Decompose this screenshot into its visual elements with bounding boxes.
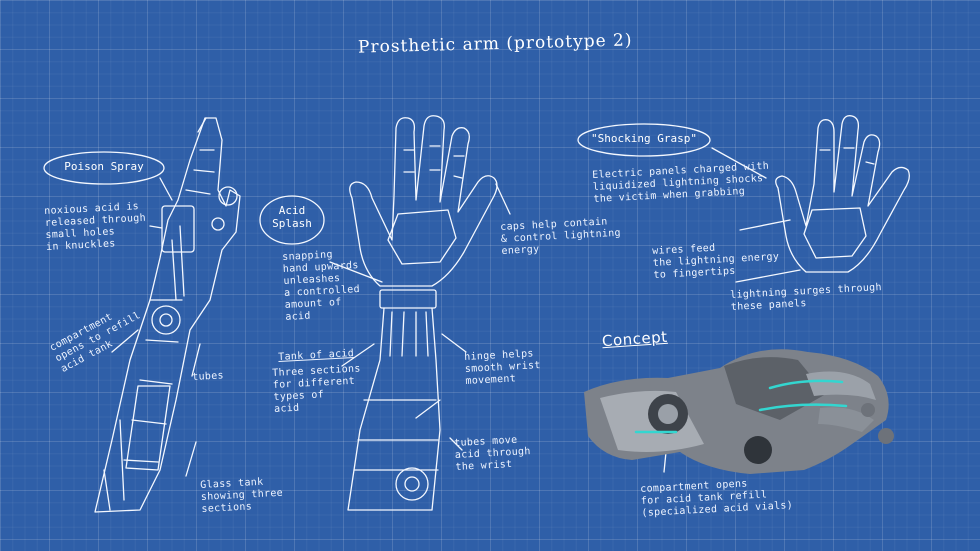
- glass-tank-note: Glass tank showing three sections: [200, 476, 284, 515]
- concept-arm-render: [584, 349, 894, 474]
- front-view-hand-sketch: [347, 115, 498, 511]
- tank-of-acid-description: Three sections for different types of ac…: [272, 363, 361, 415]
- hinge-note: hinge helps smooth wrist movement: [464, 348, 541, 387]
- tubes-move-note: tubes move acid through the wrist: [454, 434, 531, 473]
- side-view-arm-sketch: [94, 117, 241, 513]
- acid-splash-label: Acid Splash: [272, 204, 312, 230]
- caps-note: caps help contain & control lightning en…: [500, 216, 622, 257]
- acid-splash-bubble: [259, 195, 325, 245]
- wires-note: wires feed the lightning energy to finge…: [652, 242, 780, 281]
- poison-spray-label: Poison Spray: [64, 160, 144, 173]
- poison-spray-description: noxious acid is released through small h…: [44, 201, 147, 253]
- acid-splash-description: snapping hand upwards unleashes a contro…: [282, 249, 361, 323]
- right-hand-sketch: [775, 115, 910, 273]
- shocking-grasp-bubble: [577, 123, 711, 157]
- tubes-note: tubes: [192, 370, 225, 383]
- shocking-grasp-label: "Shocking Grasp": [591, 132, 697, 145]
- poison-spray-bubble: [43, 151, 165, 185]
